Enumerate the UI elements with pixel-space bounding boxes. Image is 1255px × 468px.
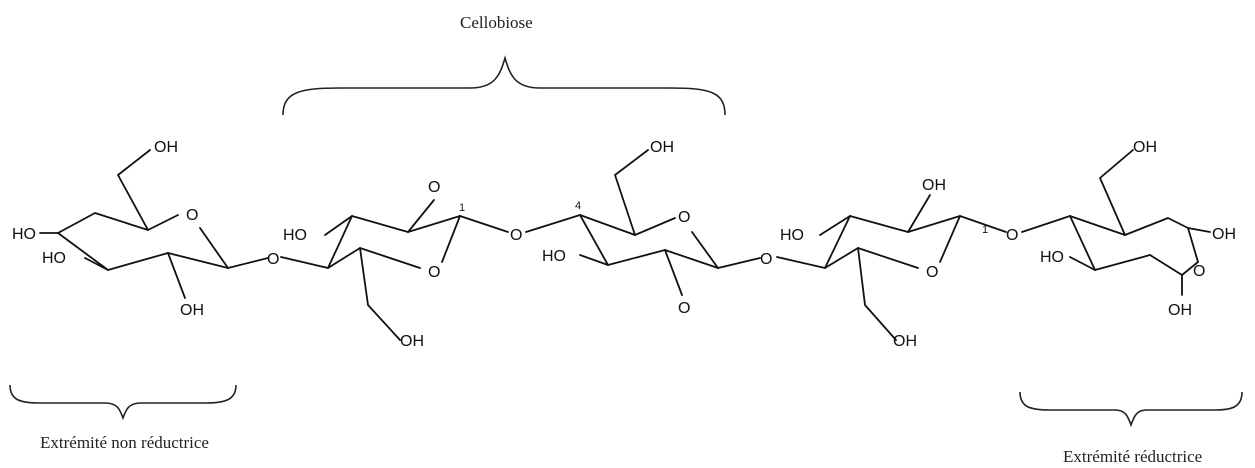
ring1-c4-ho: HO [12, 226, 36, 243]
ring5-c3-ho: HO [1040, 249, 1064, 266]
ring2-locant-c1: 1 [459, 202, 465, 214]
ring4-locant-c1: 1 [982, 224, 988, 236]
ring5-c1-oh: OH [1212, 226, 1236, 243]
glucose-ring-1 [39, 149, 269, 299]
ring5-ring-oxygen: O [1193, 263, 1205, 280]
ring4-ring-oxygen: O [926, 264, 938, 281]
glucose-ring-3 [525, 149, 761, 296]
ring1-c3-ho: HO [42, 250, 66, 267]
ring4-c2-oh: OH [922, 177, 946, 194]
cellobiose-brace [282, 55, 726, 116]
ring3-c3-ho: HO [542, 248, 566, 265]
ring2-c3-ho: HO [283, 227, 307, 244]
glycosidic-oxygen-3: O [760, 251, 772, 268]
glucose-ring-4 [776, 194, 1007, 341]
reducing-end-brace [1019, 391, 1243, 428]
glycosidic-oxygen-1: O [267, 251, 279, 268]
ring2-c6-oh: OH [400, 333, 424, 350]
reducing-end-label: Extrémité réductrice [1063, 447, 1202, 466]
ring3-locant-c4: 4 [575, 200, 581, 212]
ring1-c2-oh: OH [180, 302, 204, 319]
non-reducing-end-brace [9, 384, 237, 421]
ring2-ring-oxygen: O [428, 264, 440, 281]
ring3-ring-oxygen: O [678, 209, 690, 226]
ring3-c2-oxygen: O [678, 300, 690, 317]
ring1-c6-oh: OH [154, 139, 178, 156]
ring5-c6-oh: OH [1133, 139, 1157, 156]
ring4-c6-oh: OH [893, 333, 917, 350]
ring3-c6-oh: OH [650, 139, 674, 156]
glycosidic-oxygen-2: O [510, 227, 522, 244]
ring2-c2-oxygen: O [428, 179, 440, 196]
glucose-ring-5 [1021, 149, 1211, 296]
ring4-c3-ho: HO [780, 227, 804, 244]
ring5-c2-oh: OH [1168, 302, 1192, 319]
cellobiose-label: Cellobiose [460, 13, 533, 32]
non-reducing-end-label: Extrémité non réductrice [40, 433, 209, 452]
glucose-ring-2 [280, 199, 509, 341]
glycosidic-oxygen-4: O [1006, 227, 1018, 244]
ring1-ring-oxygen: O [186, 207, 198, 224]
